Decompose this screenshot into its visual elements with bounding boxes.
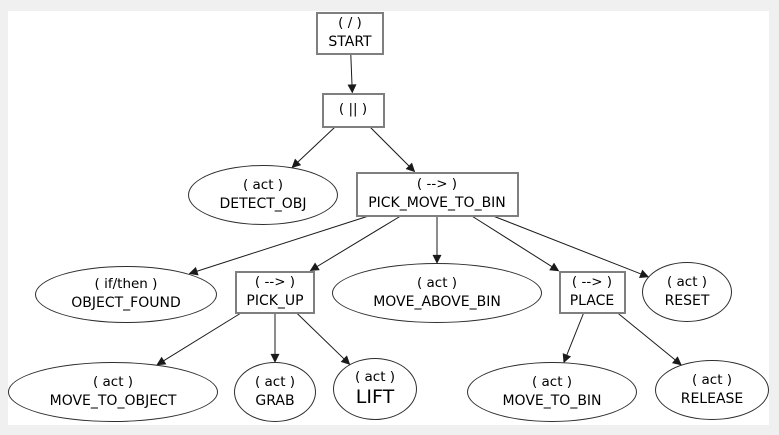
edge-pick-move-to-bin-to-reset (494, 216, 650, 279)
node-type-label: ( || ) (338, 101, 368, 118)
node-detect-obj: ( act )DETECT_OBJ (188, 165, 338, 225)
node-type-label: ( act ) (666, 274, 708, 291)
node-move-to-object: ( act )MOVE_TO_OBJECT (8, 362, 218, 422)
edge-parallel-to-pick-move-to-bin (370, 127, 416, 173)
node-type-label: ( act ) (691, 372, 733, 389)
node-name-label: PICK_UP (246, 292, 304, 309)
node-move-to-bin: ( act )MOVE_TO_BIN (467, 362, 637, 422)
node-name-label: GRAB (255, 392, 295, 409)
node-type-label: ( act ) (92, 374, 134, 391)
edge-pick-move-to-bin-to-object-found (188, 216, 368, 276)
node-reset: ( act )RESET (642, 262, 732, 322)
edge-parallel-to-detect-obj (291, 127, 335, 169)
diagram-canvas (8, 11, 769, 425)
node-parallel: ( || ) (321, 92, 385, 128)
edge-pick-up-to-lift (296, 313, 351, 365)
node-pick-move-to-bin: ( --> )PICK_MOVE_TO_BIN (355, 171, 519, 217)
edge-place-to-release (617, 313, 682, 366)
node-name-label: DETECT_OBJ (219, 195, 307, 212)
node-name-label: MOVE_TO_OBJECT (49, 392, 177, 409)
node-type-label: ( --> ) (571, 274, 613, 291)
node-object-found: ( if/then )OBJECT_FOUND (35, 265, 217, 323)
node-type-label: ( act ) (531, 374, 573, 391)
node-grab: ( act )GRAB (234, 362, 316, 422)
node-name-label: START (328, 33, 372, 50)
node-pick-up: ( --> )PICK_UP (235, 270, 315, 314)
edge-start-to-parallel (347, 54, 357, 94)
node-type-label: ( / ) (338, 15, 362, 32)
node-name-label: RELEASE (680, 390, 744, 407)
node-release: ( act )RELEASE (655, 360, 769, 420)
node-name-label: PICK_MOVE_TO_BIN (368, 194, 506, 211)
node-lift: ( act )LIFT (333, 358, 417, 420)
node-type-label: ( act ) (354, 369, 396, 386)
node-name-label: OBJECT_FOUND (71, 294, 181, 311)
edge-pick-move-to-bin-to-place (472, 216, 560, 272)
node-type-label: ( act ) (254, 374, 296, 391)
edge-place-to-move-to-bin (562, 313, 584, 364)
node-move-above-bin: ( act )MOVE_ABOVE_BIN (332, 263, 542, 323)
node-type-label: ( if/then ) (94, 276, 158, 293)
node-name-label: MOVE_TO_BIN (502, 392, 602, 409)
node-name-label: RESET (664, 292, 710, 309)
node-name-label: MOVE_ABOVE_BIN (373, 293, 501, 310)
node-type-label: ( act ) (242, 177, 284, 194)
node-start: ( / )START (316, 11, 384, 55)
edge-pick-up-to-move-to-object (156, 313, 241, 366)
node-type-label: ( --> ) (416, 176, 458, 193)
node-type-label: ( --> ) (254, 274, 296, 291)
node-place: ( --> )PLACE (558, 270, 626, 314)
edges-group (156, 54, 682, 366)
node-name-label: LIFT (355, 385, 395, 408)
node-type-label: ( act ) (416, 275, 458, 292)
edge-pick-move-to-bin-to-pick-up (309, 216, 401, 271)
node-name-label: PLACE (569, 292, 615, 309)
